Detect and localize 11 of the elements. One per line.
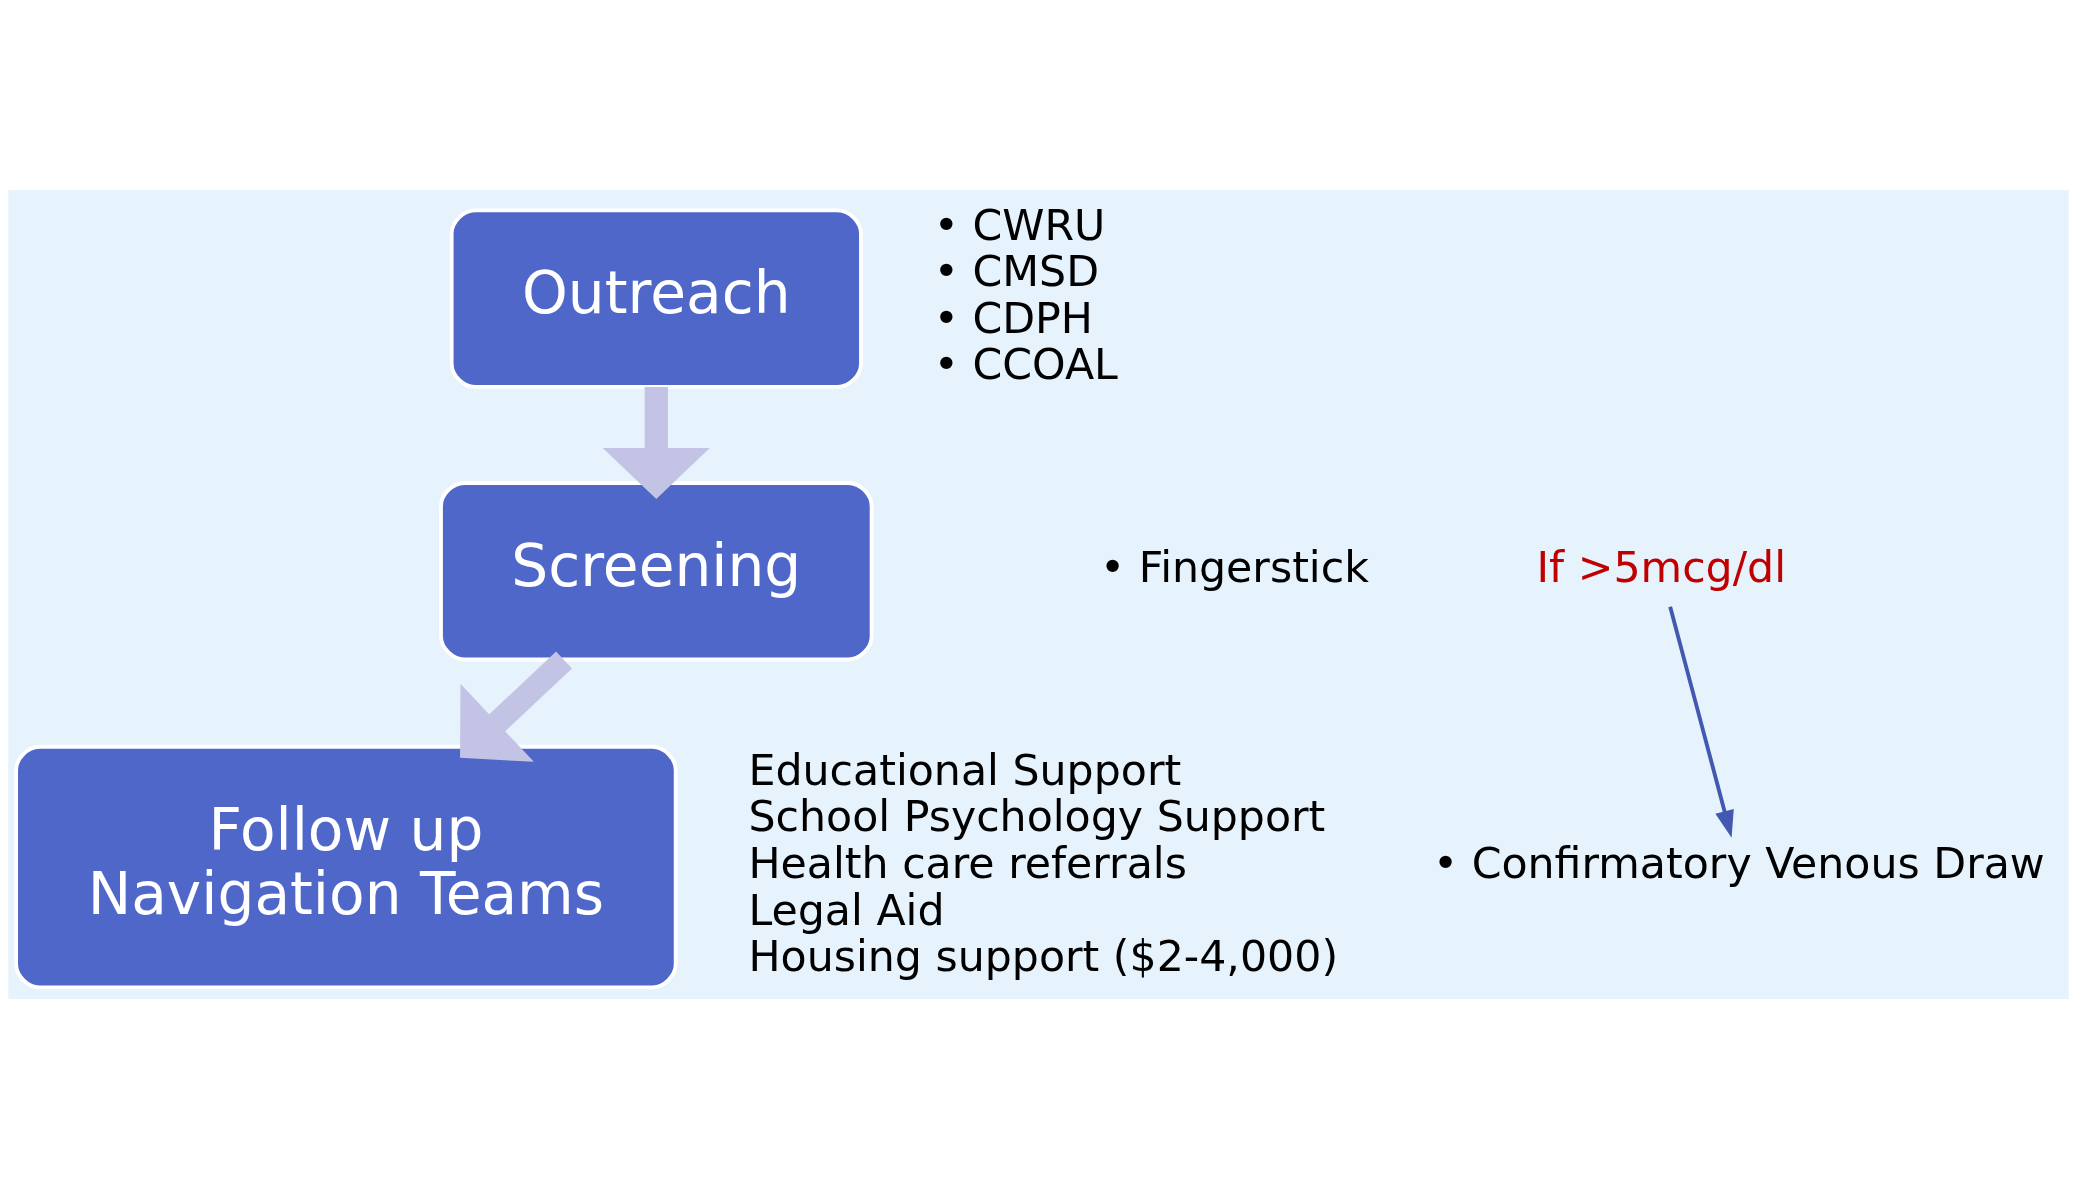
arrow (460, 651, 572, 762)
label: • Fingerstick (1099, 542, 1369, 593)
node-box: Screening (439, 481, 874, 662)
arrow (1668, 606, 1734, 838)
node-text: If >5mcg/dl (1536, 542, 1787, 593)
node-label: Legal Aid (748, 884, 945, 935)
node-box: Outreach (449, 208, 863, 389)
arrow (602, 387, 710, 500)
node-label: Educational Support (748, 744, 1182, 795)
node-box: Follow up Navigation Teams (14, 744, 678, 990)
node-text: • Confirmatory Venous Draw (1432, 837, 2045, 888)
